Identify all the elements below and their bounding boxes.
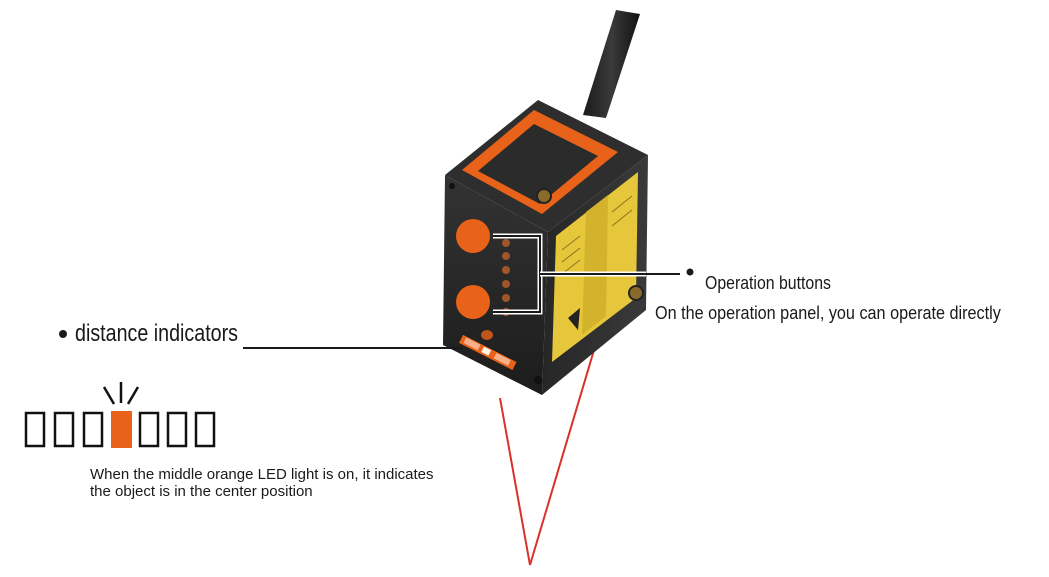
led-note-line-2: the object is in the center position: [90, 483, 313, 500]
set-button[interactable]: [456, 219, 490, 253]
mount-hole-top: [536, 188, 552, 204]
led-note-line-1: When the middle orange LED light is on, …: [90, 466, 434, 483]
cable: [583, 10, 640, 118]
indicator-led: [53, 411, 75, 448]
indicator-row: [24, 411, 216, 448]
mount-hole-bottom: [628, 285, 644, 301]
indicator-led: [194, 411, 216, 448]
operation-callout-bullet: [686, 268, 694, 276]
laser-beam-left: [499, 397, 531, 566]
teach-button[interactable]: [481, 330, 493, 340]
laser-beam-right: [529, 339, 598, 566]
indicator-led: [138, 411, 160, 448]
distance-callout-bullet: [59, 330, 67, 338]
glow-rays: [102, 382, 140, 405]
select-button[interactable]: [456, 285, 490, 319]
indicator-led: [166, 411, 188, 448]
led-note: When the middle orange LED light is on, …: [90, 466, 510, 500]
indicator-led: [24, 411, 46, 448]
operation-buttons-description: On the operation panel, you can operate …: [655, 303, 1001, 323]
operation-buttons-label: Operation buttons: [705, 273, 831, 293]
distance-indicators-label: distance indicators: [75, 320, 239, 347]
indicator-led-lit: [111, 411, 132, 448]
indicator-led: [82, 411, 104, 448]
